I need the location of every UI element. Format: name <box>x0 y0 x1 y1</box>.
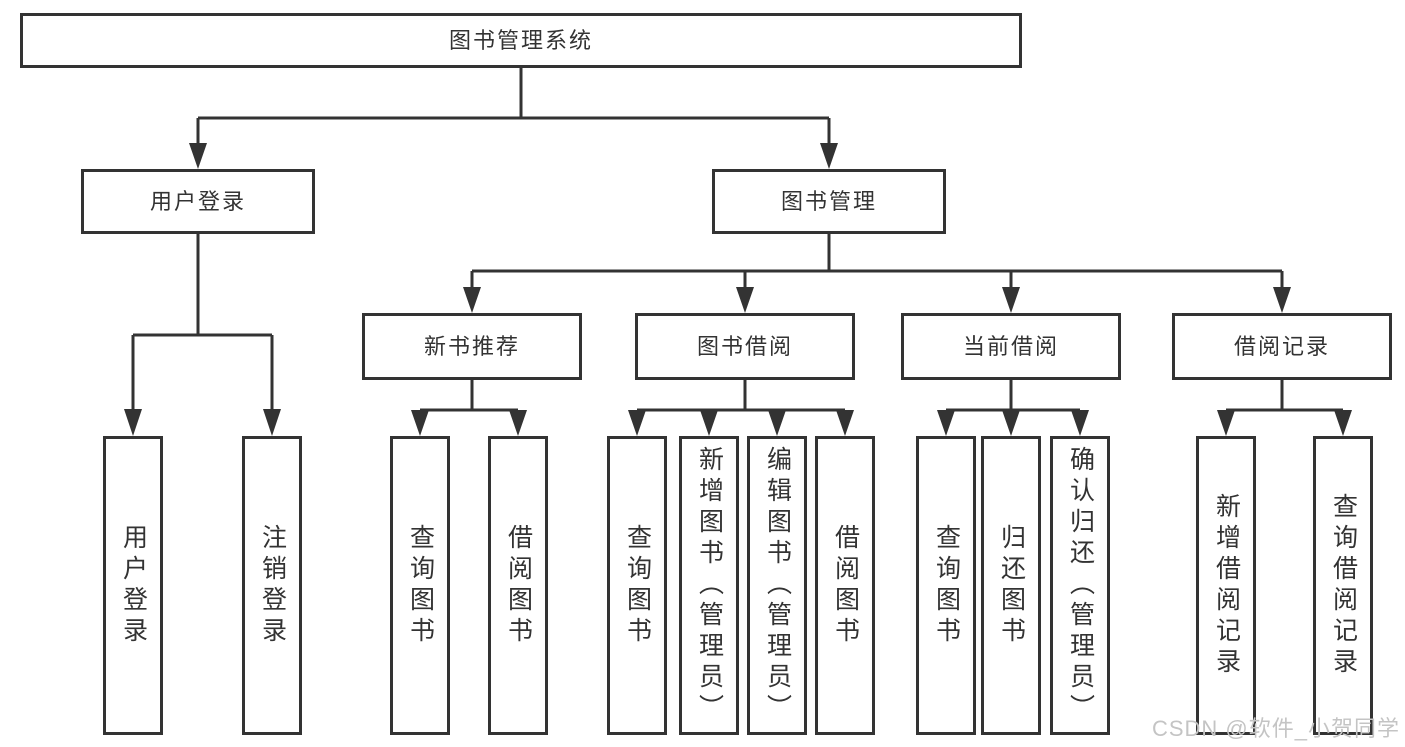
node-label: 图书管理系统 <box>448 27 593 53</box>
node-label: 查询借阅记录 <box>1329 492 1358 679</box>
leaf-search-books-current: 查询图书 <box>916 436 976 735</box>
node-label: 当前借阅 <box>962 333 1059 359</box>
node-label: 查询图书 <box>406 523 435 648</box>
node-new-book-recommendation: 新书推荐 <box>362 313 582 380</box>
node-book-borrowing: 图书借阅 <box>635 313 855 380</box>
node-library-management-system: 图书管理系统 <box>20 13 1022 68</box>
node-label: 确认归还（管理员） <box>1066 446 1095 725</box>
connector-current-borrowing-to-leaves <box>937 380 1089 436</box>
connector-user-login-to-leaves <box>124 234 281 436</box>
leaf-logout-login: 注销登录 <box>242 436 302 735</box>
node-label: 编辑图书（管理员） <box>763 446 792 725</box>
leaf-search-books-borrowing: 查询图书 <box>607 436 667 735</box>
node-label: 新增借阅记录 <box>1212 492 1241 679</box>
leaf-search-borrow-record: 查询借阅记录 <box>1313 436 1373 735</box>
node-label: 查询图书 <box>932 523 961 648</box>
node-label: 借阅图书 <box>831 523 860 648</box>
leaf-borrow-books-borrowing: 借阅图书 <box>815 436 875 735</box>
leaf-confirm-return-admin: 确认归还（管理员） <box>1050 436 1110 735</box>
leaf-search-books-recommend: 查询图书 <box>390 436 450 735</box>
node-label: 用户登录 <box>149 188 246 214</box>
node-label: 借阅图书 <box>504 523 533 648</box>
node-label: 图书借阅 <box>696 333 793 359</box>
node-label: 借阅记录 <box>1233 333 1330 359</box>
leaf-return-books: 归还图书 <box>981 436 1041 735</box>
leaf-borrow-books-recommend: 借阅图书 <box>488 436 548 735</box>
leaf-add-books-admin: 新增图书（管理员） <box>679 436 739 735</box>
node-label: 注销登录 <box>258 523 287 648</box>
leaf-user-login: 用户登录 <box>103 436 163 735</box>
connector-root-to-level2 <box>189 68 838 169</box>
connector-new-book-recommendation-to-leaves <box>411 380 527 436</box>
node-user-login: 用户登录 <box>81 169 315 234</box>
node-label: 查询图书 <box>623 523 652 648</box>
node-label: 新增图书（管理员） <box>695 446 724 725</box>
node-label: 归还图书 <box>997 523 1026 648</box>
node-label: 图书管理 <box>780 188 877 214</box>
connector-book-borrowing-to-leaves <box>628 380 854 436</box>
connector-book-management-to-level3 <box>463 234 1291 313</box>
node-label: 用户登录 <box>119 523 148 648</box>
node-current-borrowing: 当前借阅 <box>901 313 1121 380</box>
leaf-edit-books-admin: 编辑图书（管理员） <box>747 436 807 735</box>
leaf-add-borrow-record: 新增借阅记录 <box>1196 436 1256 735</box>
node-borrowing-records: 借阅记录 <box>1172 313 1392 380</box>
node-book-management: 图书管理 <box>712 169 946 234</box>
connector-borrowing-records-to-leaves <box>1217 380 1352 436</box>
node-label: 新书推荐 <box>423 333 520 359</box>
watermark: CSDN @软件_小贺同学 <box>1151 716 1400 741</box>
